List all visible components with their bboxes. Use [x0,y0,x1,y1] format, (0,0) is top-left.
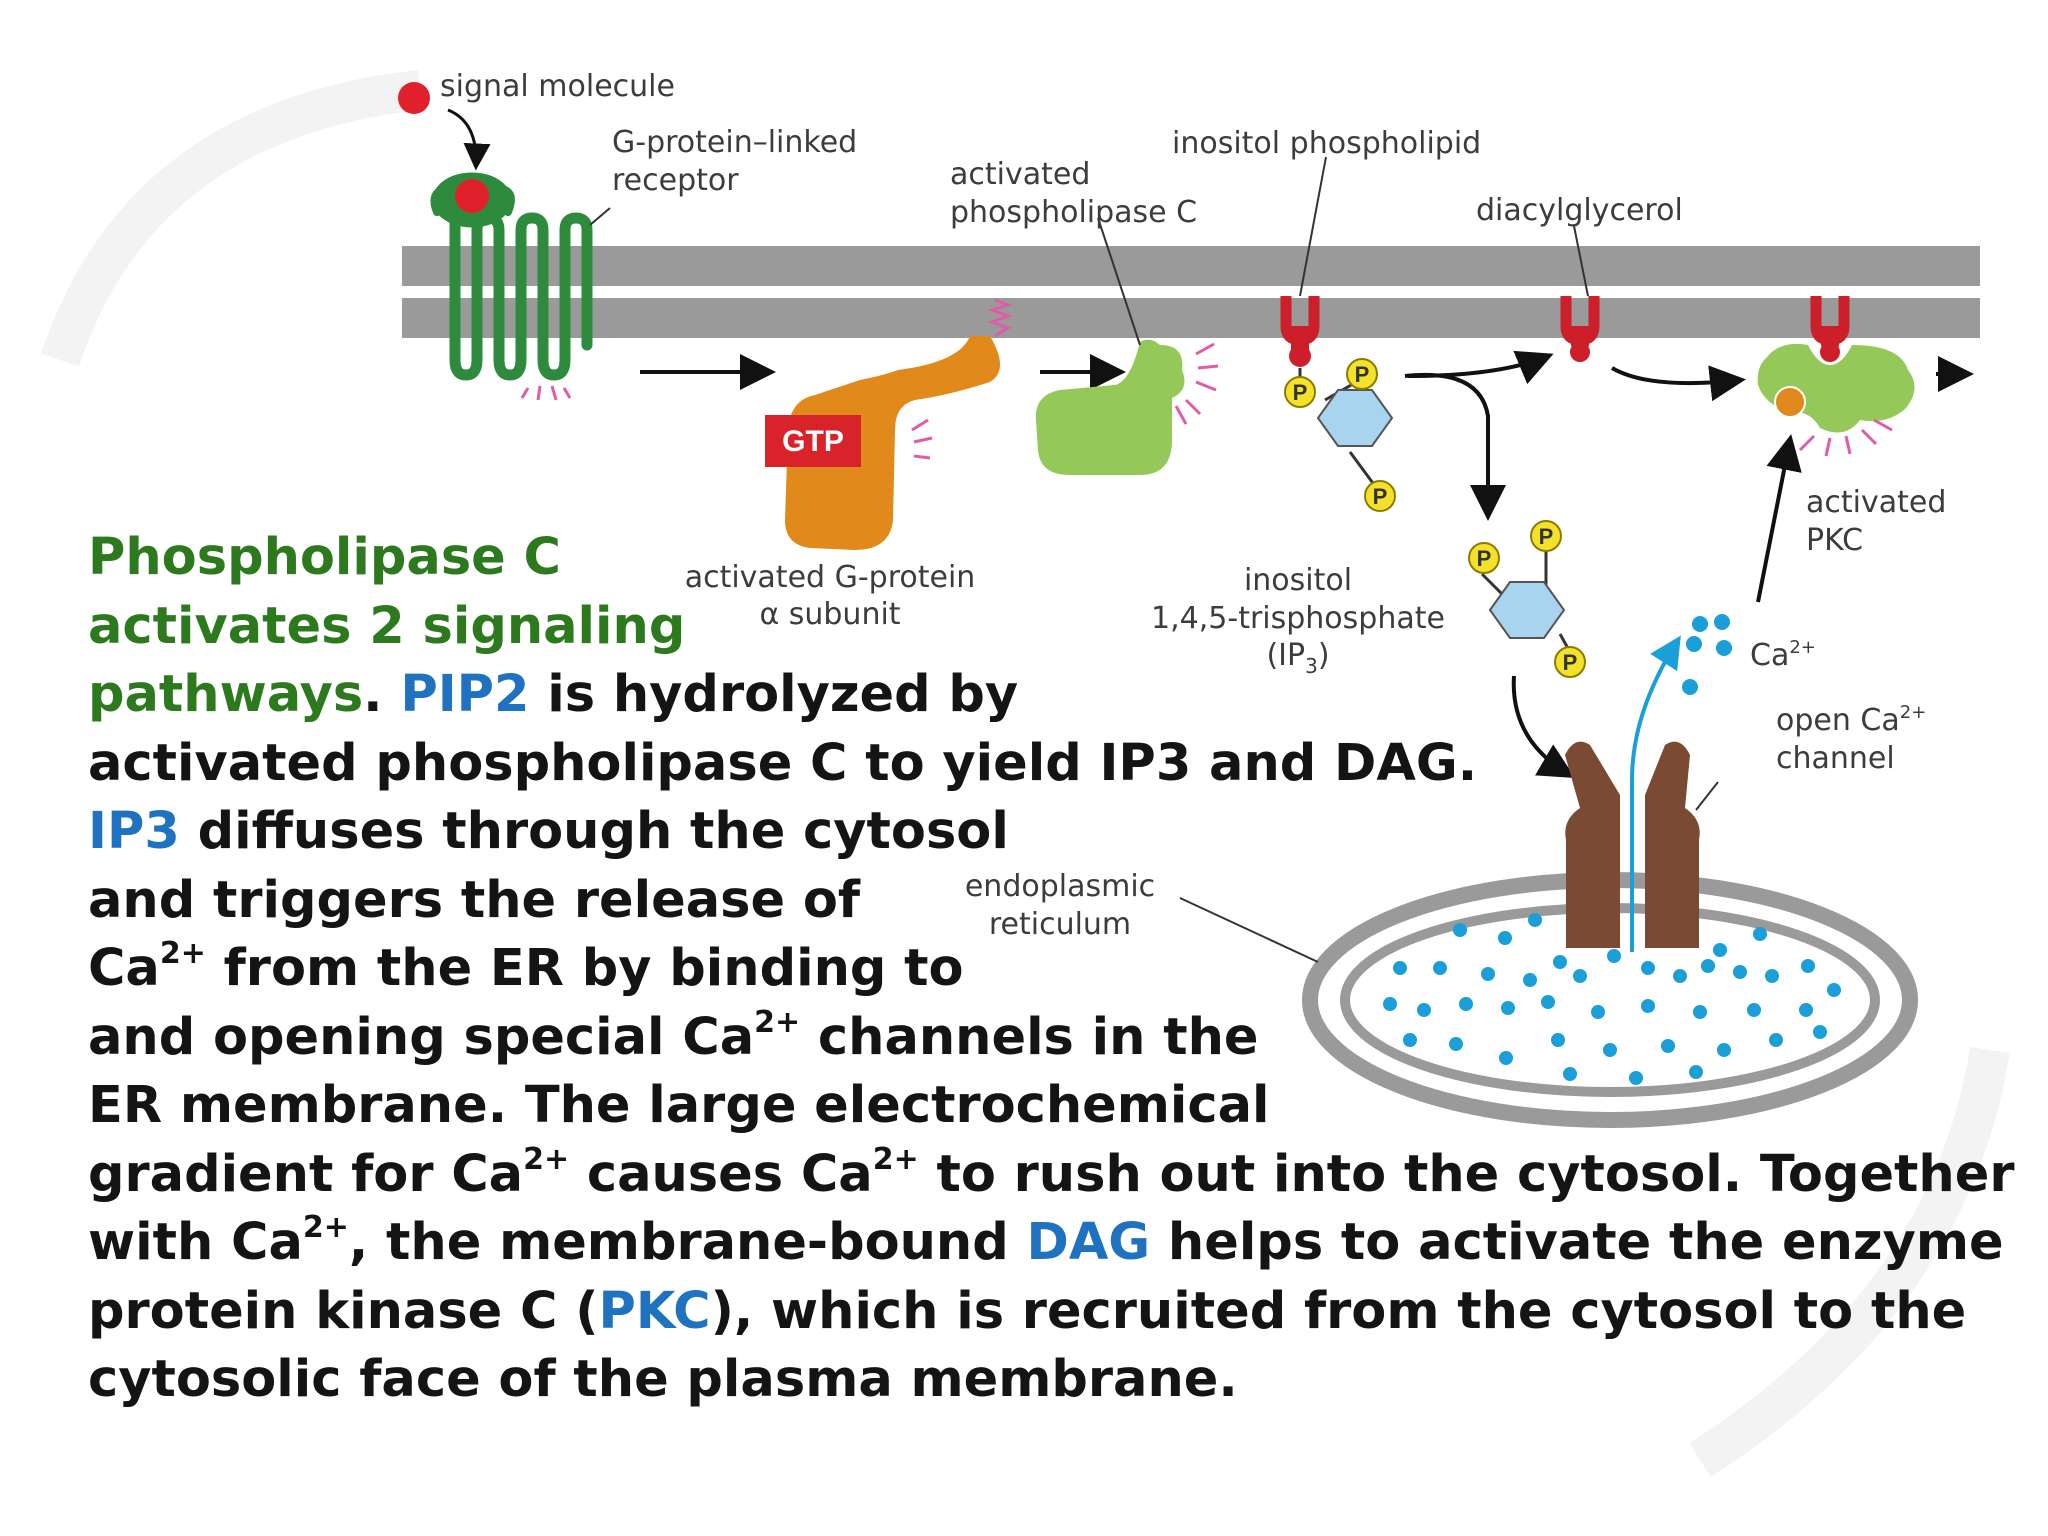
diacylglycerol-label: diacylglycerol [1476,193,1683,228]
channel-label-line2: channel [1776,741,1895,776]
phosphate-label: P [1355,362,1370,387]
ip3-term: IP3 [88,802,180,861]
text-line-9: ER membrane. The large electrochemical [88,1076,1270,1135]
calcium-efflux-arrow [1630,635,1681,952]
er-calcium-ions [1383,913,1841,1085]
arrow-ip3-to-channel [1511,675,1576,779]
inositol-phospholipid-label: inositol phospholipid [1172,126,1481,161]
background-swirl [41,70,2010,1477]
pkc-label-line2: PKC [1806,523,1863,558]
text-line-3: pathways. PIP2 is hydrolyzed by [88,665,1019,724]
text-line-10: gradient for Ca2+ causes Ca2+ to rush ou… [88,1141,2015,1204]
text-line-13: cytosolic face of the plasma membrane. [88,1350,1238,1409]
open-ca-channel [1565,741,1700,948]
signal-molecule-bound [455,179,489,213]
g-protein-linked-receptor [430,172,593,381]
ip3-at-membrane: P P P [1284,358,1396,512]
channel-label-line1: open Ca2+ [1776,702,1926,738]
signal-arrow [447,108,491,171]
diacylglycerol [1560,296,1600,362]
er-label-line1: endoplasmic [965,869,1155,904]
phosphate-label: P [1293,380,1308,405]
signal-molecule [398,82,430,114]
receptor-activation-ticks [520,385,572,401]
activated-phospholipase-c [1035,339,1219,475]
g-protein-label-line1: activated G-protein [685,560,976,595]
pkc-term: PKC [598,1281,711,1341]
arrow-dag-to-pkc [1610,365,1746,402]
text-line-6: and triggers the release of [88,870,861,930]
label-leader-lines [589,156,1719,963]
activated-g-protein [785,298,1013,550]
gtp-box [765,415,861,467]
g-protein-label-line2: α subunit [759,597,900,632]
ip3-label-line3: (IP3) [1266,638,1329,678]
er-label-line2: reticulum [989,907,1131,942]
phosphate-label: P [1477,546,1492,571]
text-line-11: with Ca2+, the membrane-bound DAG helps … [88,1210,2004,1273]
pkc-label-line1: activated [1806,485,1946,520]
pip2-term: PIP2 [400,665,530,724]
dag-term: DAG [1026,1213,1151,1272]
arrow-ip3-release [1404,372,1506,521]
explanation-text: Phospholipase C activates 2 signaling pa… [88,524,2015,1415]
cytosolic-calcium-ions [1682,614,1732,695]
signal-molecule-label: signal molecule [440,69,675,104]
text-line-7: Ca2+ from the ER by binding to [88,936,964,999]
plasma-membrane [402,246,1980,338]
text-line-2: activates 2 signaling [88,596,686,656]
text-line-8: and opening special Ca2+ channels in the [88,1004,1259,1067]
plc-label-line2: phospholipase C [950,195,1197,230]
phosphate-label: P [1539,524,1554,549]
text-line-5: IP3 diffuses through the cytosol [88,802,1009,861]
phosphate-label: P [1563,650,1578,675]
text-line-4: activated phospholipase C to yield IP3 a… [88,733,1478,793]
arrow-ca-to-pkc [1756,434,1802,603]
gpcr-label-line1: G-protein–linked [612,125,857,160]
activated-pkc [1757,296,1915,457]
plc-label-line1: activated [950,157,1090,192]
gpcr-label-line2: receptor [612,163,739,198]
text-line-12: protein kinase C (PKC), which is recruit… [88,1281,1967,1341]
inositol-phospholipid [1280,296,1320,367]
arrow-dag-formation [1407,350,1554,385]
ip3-label-line2: 1,4,5-trisphosphate [1151,601,1445,636]
ip3-label-line1: inositol [1244,563,1352,598]
ip3-in-cytosol: P P P [1468,520,1586,678]
gtp-label: GTP [782,425,844,458]
calcium-label: Ca2+ [1750,637,1816,673]
text-line-1: Phospholipase C [88,528,561,587]
phosphate-label: P [1373,484,1388,509]
